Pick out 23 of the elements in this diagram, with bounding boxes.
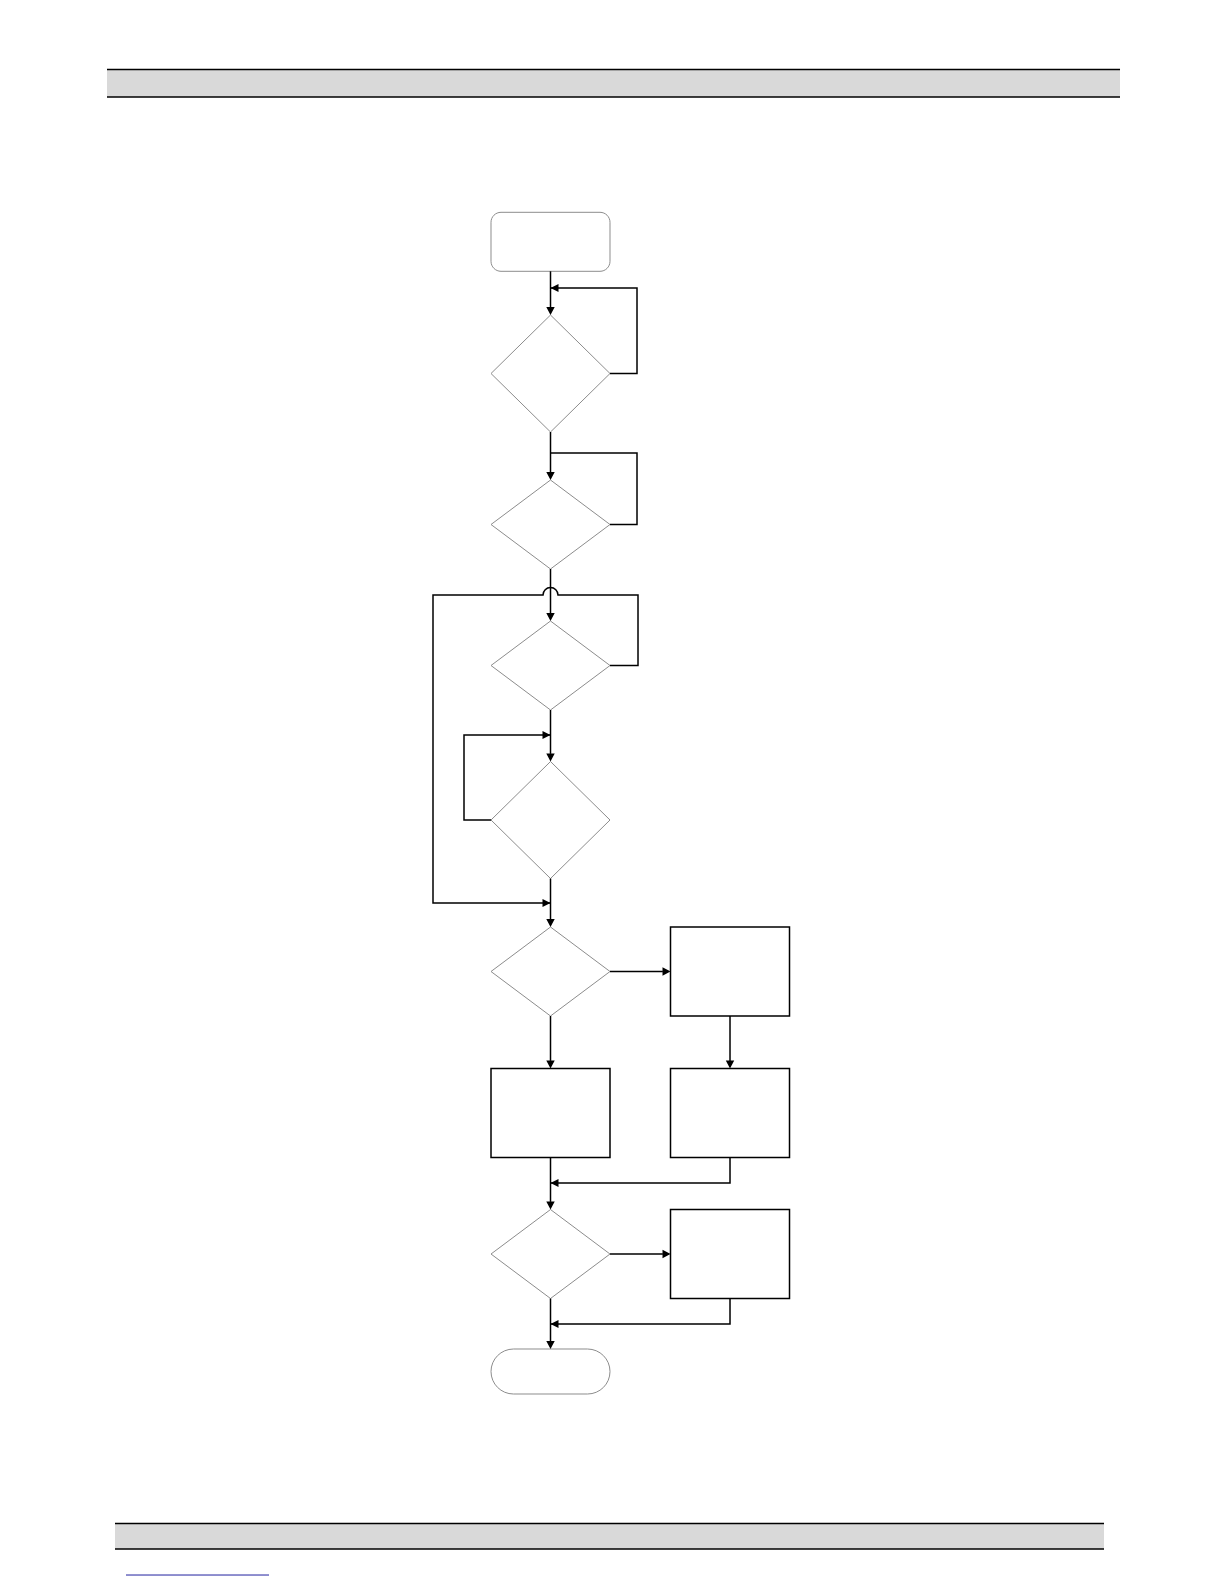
arrow bbox=[549, 1297, 731, 1328]
arrow bbox=[546, 270, 555, 315]
loop-arrow bbox=[463, 731, 552, 821]
process-box bbox=[669, 1067, 791, 1159]
arrow bbox=[549, 1156, 731, 1187]
decision-diamond bbox=[490, 620, 611, 711]
decision-diamond bbox=[490, 761, 611, 879]
process-box bbox=[490, 1067, 611, 1159]
arrow bbox=[546, 568, 555, 621]
decision-diamond bbox=[490, 1209, 611, 1299]
rounded-box bbox=[490, 211, 611, 272]
decision-diamond bbox=[490, 479, 611, 570]
decision-diamond bbox=[490, 314, 611, 433]
arrow bbox=[432, 586, 639, 907]
arrow bbox=[546, 877, 555, 927]
arrow bbox=[546, 431, 555, 480]
process-box bbox=[669, 926, 791, 1017]
arrow bbox=[546, 1297, 555, 1349]
oval-terminator bbox=[490, 1348, 611, 1395]
process-box bbox=[669, 1208, 791, 1300]
loop-line bbox=[549, 452, 638, 526]
decision-diamond bbox=[490, 926, 611, 1017]
loop-arrow bbox=[549, 284, 638, 375]
